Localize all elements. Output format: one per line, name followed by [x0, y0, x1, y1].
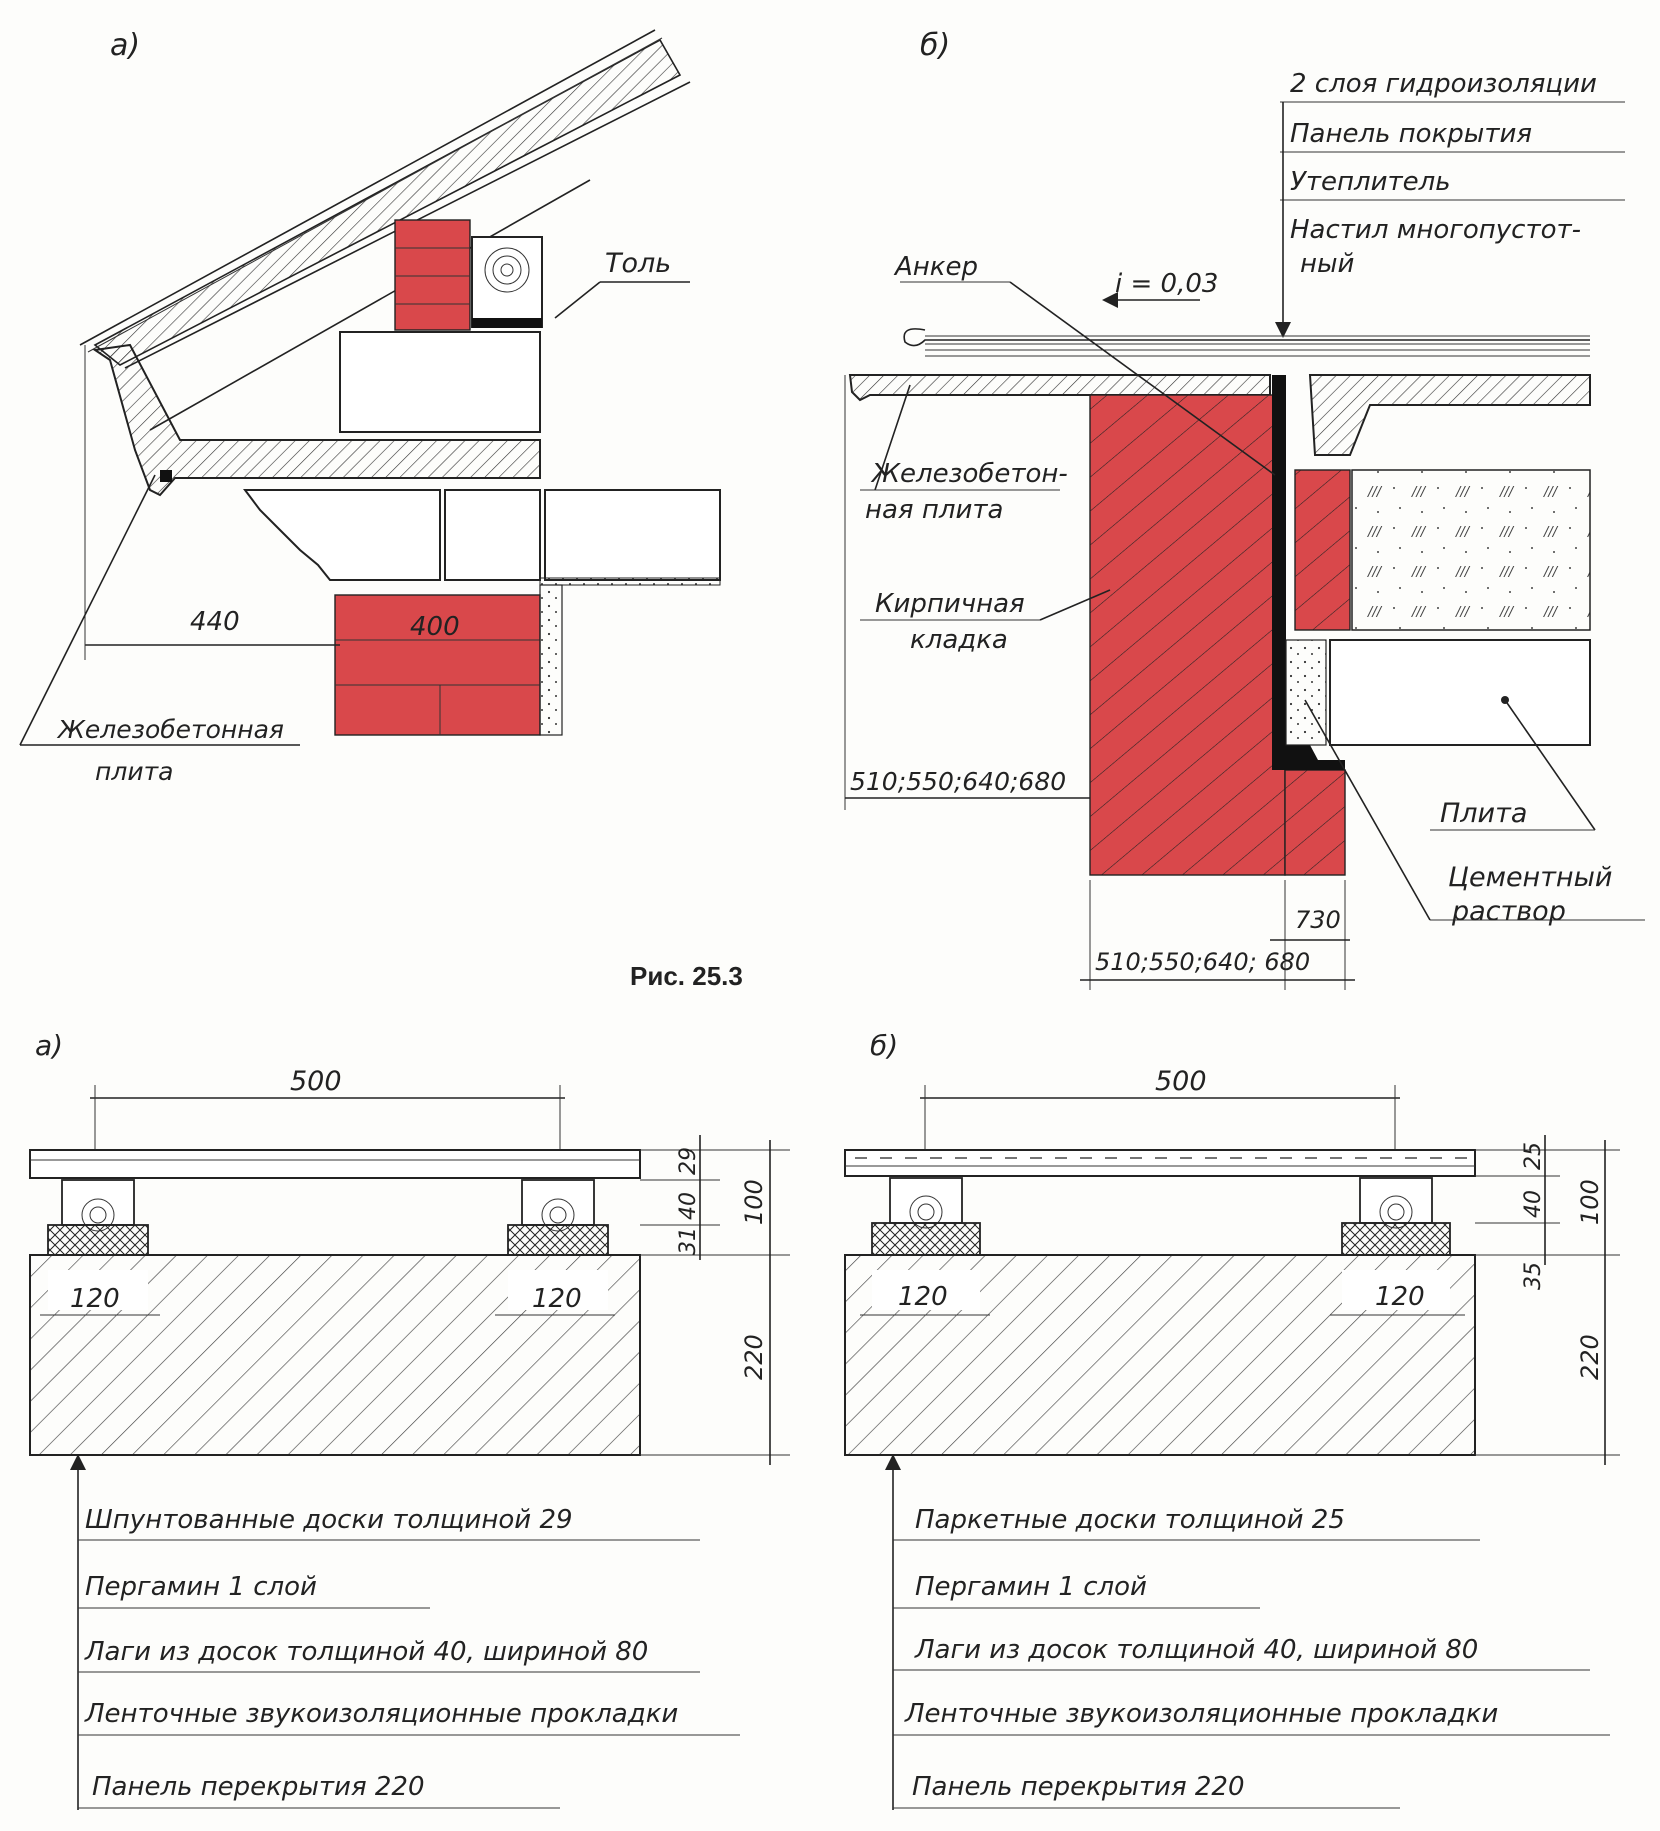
layer-a-2: Пергамин 1 слой [85, 1572, 317, 1602]
dim-400: 400 [410, 612, 460, 642]
dim-40-a: 40 [676, 1192, 701, 1220]
pad-right-b [1341, 1222, 1451, 1256]
stack-line-3: Утеплитель [1290, 167, 1451, 197]
layer-b-5: Панель перекрытия 220 [912, 1772, 1245, 1802]
brick-wall-lower [334, 594, 541, 736]
dim-120-left-b: 120 [898, 1282, 948, 1312]
slope-label: i = 0,03 [1115, 269, 1218, 299]
joist-right-b [1359, 1177, 1433, 1224]
layer-a-5: Панель перекрытия 220 [92, 1772, 425, 1802]
stack-line-2: Панель покрытия [1290, 119, 1532, 149]
joist-right [521, 1179, 595, 1226]
layer-b-2: Пергамин 1 слой [915, 1572, 1147, 1602]
panel-letter-bottom-a: а) [35, 1029, 63, 1062]
layer-b-3: Лаги из досок толщиной 40, шириной 80 [914, 1635, 1478, 1665]
panel-letter-top-a: а) [110, 28, 140, 63]
mortar [1285, 639, 1327, 746]
label-mortar-2: раствор [1451, 896, 1566, 927]
panel-letter-bottom-b: б) [870, 1029, 898, 1062]
dim-500-a: 500 [290, 1066, 342, 1097]
label-mortar-1: Цементный [1448, 862, 1612, 893]
figure-caption: Рис. 25.3 [630, 961, 743, 991]
label-plate-1: Железобетонная [56, 715, 284, 744]
dim-220-b: 220 [1576, 1334, 1604, 1380]
block-upper [339, 331, 541, 433]
detail-bottom-a: а) 500 120 120 29 40 31 100 [29, 1029, 790, 1810]
label-rc-2: ная плита [865, 495, 1003, 525]
dim-730: 730 [1295, 906, 1341, 934]
detail-top-b: б) 2 слоя гидроизоляции Панель покрытия … [844, 28, 1645, 990]
joist-left [61, 1179, 135, 1226]
hollow-plate [1329, 639, 1591, 746]
dim-25-b: 25 [1521, 1142, 1546, 1170]
layer-b-1: Паркетные доски толщиной 25 [915, 1505, 1345, 1535]
dim-120-left-a: 120 [70, 1284, 120, 1314]
cornice-stone [243, 489, 441, 581]
dim-35-b: 35 [1521, 1262, 1546, 1290]
dim-wall-bottom: 510;550;640; 680 [1095, 948, 1310, 976]
detail-bottom-b: б) 500 120 120 25 40 35 100 [844, 1029, 1620, 1810]
label-plate-2: плита [95, 757, 173, 786]
stack-line-1: 2 слоя гидроизоляции [1290, 69, 1597, 99]
waterproofing [1272, 375, 1286, 770]
dim-40-b: 40 [1521, 1190, 1546, 1218]
rafter [149, 179, 591, 431]
stack-line-4: Настил многопустот- [1290, 215, 1581, 245]
pad-left [47, 1224, 149, 1256]
joist-left-b [889, 1177, 963, 1224]
label-rc-1: Железобетон- [870, 459, 1068, 489]
label-plate: Плита [1440, 798, 1527, 829]
brick-pier-upper [394, 219, 471, 331]
dim-31-a: 31 [676, 1227, 701, 1255]
layer-a-1: Шпунтованные доски толщиной 29 [85, 1505, 573, 1535]
dim-29-a: 29 [676, 1147, 701, 1175]
dim-wall-left: 510;550;640;680 [850, 767, 1066, 796]
roof-panel [1308, 374, 1591, 456]
dim-100-b: 100 [1576, 1179, 1604, 1225]
dim-100-a: 100 [740, 1179, 768, 1225]
panel-letter-top-b: б) [920, 28, 950, 63]
eave-slab [92, 343, 541, 497]
roof-deck [93, 38, 682, 366]
wall-plate [471, 236, 543, 328]
tongue-boards [29, 1149, 641, 1179]
layer-b-4: Ленточные звукоизоляционные прокладки [904, 1699, 1498, 1729]
dim-120-right-b: 120 [1375, 1282, 1425, 1312]
insulation [1351, 469, 1591, 631]
floor-slab-end [544, 489, 721, 581]
stack-line-5: ный [1300, 249, 1354, 279]
pad-right [507, 1224, 609, 1256]
dim-120-right-a: 120 [532, 1284, 582, 1314]
parquet-boards [844, 1149, 1476, 1177]
dim-440: 440 [190, 607, 240, 637]
detail-top-a: 440 400 Толь Железобетонная плита а) [19, 28, 721, 786]
dim-220-a: 220 [740, 1334, 768, 1380]
label-anchor: Анкер [893, 252, 978, 282]
dim-500-b: 500 [1155, 1066, 1207, 1097]
pad-left-b [871, 1222, 981, 1256]
rc-slab [848, 374, 1271, 402]
layer-a-3: Лаги из досок толщиной 40, шириной 80 [84, 1637, 648, 1667]
label-brick-1: Кирпичная [875, 589, 1025, 619]
label-brick-2: кладка [910, 625, 1008, 655]
label-tol: Толь [605, 248, 671, 279]
layer-a-4: Ленточные звукоизоляционные прокладки [84, 1699, 678, 1729]
